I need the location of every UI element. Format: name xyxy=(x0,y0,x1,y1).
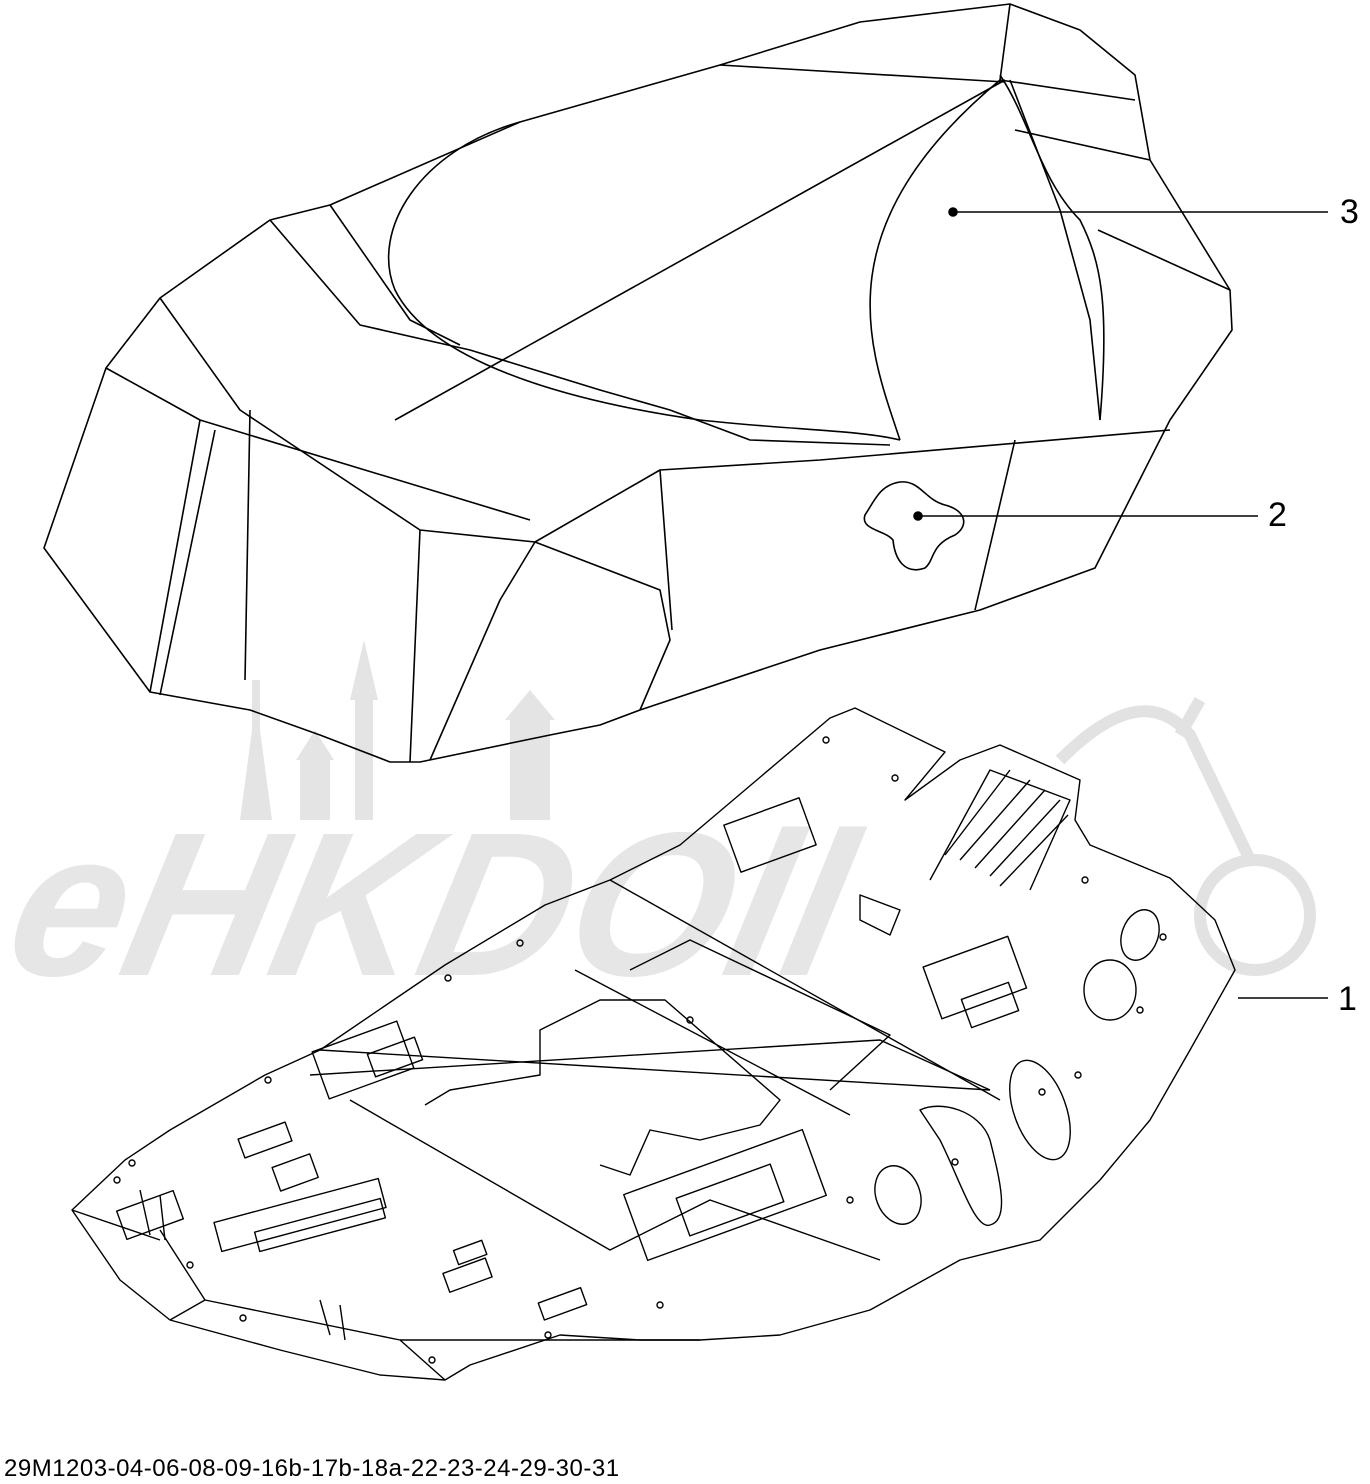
seat-base-outline xyxy=(71,707,1236,1381)
callout-3: 3 xyxy=(1340,193,1359,231)
drawing-number: 29M1203-04-06-08-09-16b-17b-18a-22-23-24… xyxy=(4,1455,620,1482)
seat-assembly xyxy=(43,3,1233,763)
callout-1: 1 xyxy=(1338,980,1357,1018)
seat-outline xyxy=(43,3,1233,763)
watermark-motorcycle-icon xyxy=(1055,697,1316,976)
watermark-text: AeHKDOll xyxy=(0,789,876,1018)
callout-leaders xyxy=(913,207,1328,999)
watermark: AeHKDOll xyxy=(0,640,1316,1019)
seat-emblem xyxy=(863,481,965,571)
fastener-holes xyxy=(113,736,1167,1364)
callout-2: 2 xyxy=(1268,496,1287,534)
seat-base-assembly xyxy=(71,707,1236,1381)
